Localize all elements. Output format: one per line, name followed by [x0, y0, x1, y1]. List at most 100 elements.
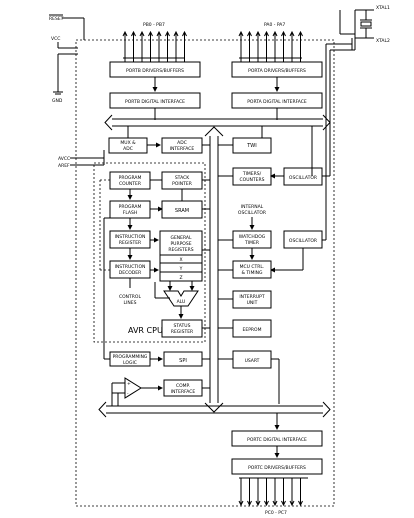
- program-counter-label-2: COUNTER: [119, 181, 141, 187]
- reg-y-label: Y: [179, 266, 183, 272]
- port-c-pin-arrow: [272, 500, 278, 507]
- comparator-minus-label: -: [127, 392, 129, 397]
- status-register-label-2: REGISTER: [171, 329, 193, 335]
- reg-z-label: Z: [179, 275, 182, 281]
- chip-boundary: [75, 39, 335, 507]
- adc-interface-label-1: ADC: [177, 140, 187, 146]
- reg-x-label: X: [179, 257, 182, 263]
- internal-oscillator-label-2: OSCILLATOR: [238, 210, 266, 216]
- portb-drivers-label: PORTB DRIVERS/BUFFERS: [126, 68, 184, 74]
- port-b-pin-arrow: [139, 30, 145, 37]
- gpr-label-1: GENERAL: [170, 235, 192, 241]
- avcc-pin-label: AVCC: [58, 156, 70, 162]
- port-c-pin-arrow: [281, 500, 286, 507]
- port-a-pin-arrow: [238, 30, 244, 37]
- comparator-plus-label: +: [127, 381, 131, 387]
- port-b-pin-arrow: [122, 30, 128, 37]
- port-b-pin-arrow: [165, 30, 170, 37]
- stack-pointer-label-1: STACK: [175, 175, 190, 181]
- internal-oscillator-label-1: INTERNAL: [241, 204, 264, 210]
- port-c-pins: [238, 478, 303, 507]
- port-c-pin-arrow: [238, 500, 244, 507]
- avr-cpu-region: [93, 162, 206, 343]
- watchdog-timer-label-2: TIMER: [244, 240, 259, 246]
- control-lines-label-2: LINES: [124, 300, 137, 306]
- timers-counters-label-1: TIMERS/: [242, 171, 262, 177]
- mcu-ctrl-timing-label-1: MCU CTRL.: [240, 264, 265, 270]
- port-b-pin-arrow: [131, 30, 136, 37]
- port-a-pin-arrow: [264, 30, 269, 37]
- xtal1-pin-label: XTAL1: [376, 5, 390, 11]
- port-a-pins: [238, 30, 303, 62]
- interrupt-unit-label-1: INTERRUPT: [239, 294, 265, 300]
- stack-pointer-label-2: POINTER: [172, 181, 192, 187]
- eeprom-label: EEPROM: [243, 327, 262, 333]
- sram-label: SRAM: [175, 208, 189, 214]
- gnd-pin-label: GND: [52, 98, 63, 104]
- oscillator-2-label: OSCILLATOR: [289, 238, 317, 244]
- port-b-pins: [122, 30, 187, 62]
- port-c-pin-arrow: [289, 500, 295, 507]
- port-a-pin-arrow: [255, 30, 261, 37]
- port-c-pin-arrow: [264, 500, 269, 507]
- port-a-pin-arrow: [247, 30, 252, 37]
- instruction-register-label-2: REGISTER: [119, 240, 141, 246]
- program-flash-label-1: PROGRAM: [119, 204, 142, 210]
- port-b-pin-label: PB0 - PB7: [143, 22, 165, 28]
- reset-pin-label: RESET: [49, 16, 64, 22]
- program-flash-label-2: FLASH: [123, 210, 138, 216]
- programming-logic-label-2: LOGIC: [123, 360, 137, 366]
- mux-adc-label-2: ADC: [123, 146, 133, 152]
- port-a-pin-arrow: [281, 30, 286, 37]
- bottom-data-bus: [98, 401, 331, 418]
- port-c-pin-arrow: [255, 500, 261, 507]
- port-a-pin-arrow: [289, 30, 295, 37]
- port-a-pin-label: PA0 - PA7: [264, 22, 285, 28]
- alu-shape: [163, 290, 199, 307]
- comp-interface-label-2: INTERFACE: [171, 389, 196, 395]
- port-b-pin-arrow: [173, 30, 179, 37]
- spi-label: SPI: [179, 358, 187, 364]
- programming-logic-label-1: PROGRAMMING: [113, 354, 148, 360]
- status-register-label-1: STATUS: [174, 323, 191, 329]
- alu-label: ALU: [177, 299, 186, 305]
- timers-counters-label-2: COUNTERS: [240, 177, 265, 183]
- porta-digital-label: PORTA DIGITAL INTERFACE: [247, 99, 307, 105]
- program-counter-label-1: PROGRAM: [119, 175, 142, 181]
- gpr-label-2: PURPOSE: [170, 241, 191, 247]
- port-b-pin-arrow: [156, 30, 162, 37]
- port-c-pin-arrow: [298, 500, 303, 507]
- control-lines-label-1: CONTROL: [119, 294, 141, 300]
- instruction-decoder-label-1: INSTRUCTION: [115, 264, 146, 270]
- comp-interface-label-1: COMP.: [176, 383, 190, 389]
- port-b-pin-arrow: [182, 30, 187, 37]
- adc-interface-label-2: INTERFACE: [170, 146, 195, 152]
- twi-label: TWI: [246, 143, 256, 149]
- gpr-label-3: REGISTERS: [168, 247, 193, 253]
- comparator-symbol: [124, 377, 142, 399]
- porta-drivers-label: PORTA DRIVERS/BUFFERS: [248, 68, 306, 74]
- xtal2-pin-label: XTAL2: [376, 38, 390, 44]
- port-c-pin-label: PC0 - PC7: [265, 510, 287, 516]
- portc-digital-label: PORTC DIGITAL INTERFACE: [247, 437, 307, 443]
- usart-label: USART: [245, 358, 260, 364]
- avr-cpu-label: AVR CPU: [128, 326, 163, 335]
- portc-drivers-label: PORTC DRIVERS/BUFFERS: [248, 465, 306, 471]
- port-a-pin-arrow: [272, 30, 278, 37]
- vcc-pin-label: VCC: [51, 36, 60, 42]
- mux-adc-label-1: MUX &: [120, 140, 136, 146]
- instruction-decoder-label-2: DECODER: [119, 270, 141, 276]
- top-data-bus: [104, 114, 331, 131]
- port-b-pin-arrow: [148, 30, 153, 37]
- crystal-symbol: [339, 9, 374, 50]
- oscillator-1-label: OSCILLATOR: [289, 175, 317, 181]
- instruction-register-label-1: INSTRUCTION: [115, 234, 146, 240]
- aref-pin-label: AREF: [58, 163, 70, 169]
- mcu-ctrl-timing-label-2: & TIMING: [241, 270, 263, 276]
- port-c-pin-arrow: [247, 500, 252, 507]
- port-a-pin-arrow: [298, 30, 303, 37]
- portb-digital-label: PORTB DIGITAL INTERFACE: [125, 99, 185, 105]
- interrupt-unit-label-2: UNIT: [247, 300, 258, 306]
- watchdog-timer-label-1: WATCHDOG: [239, 234, 266, 240]
